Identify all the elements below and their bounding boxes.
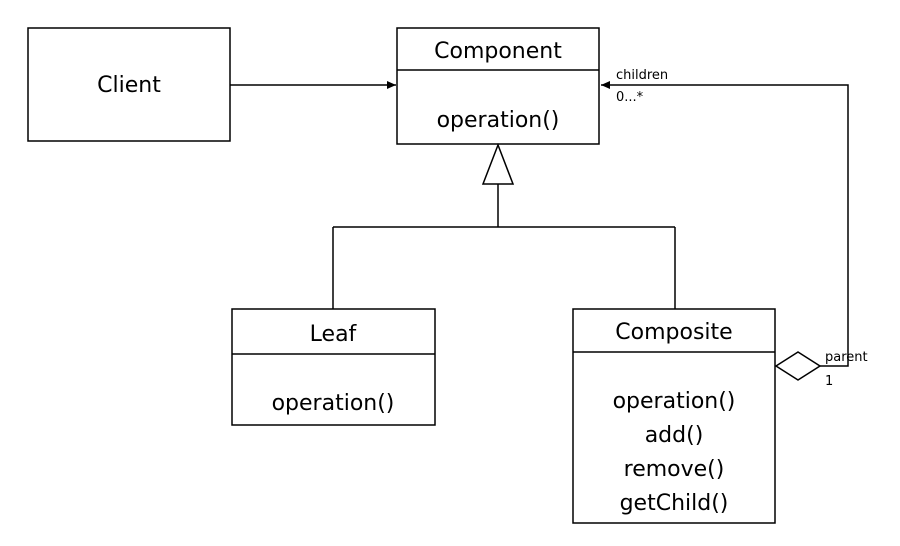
client-class-name: Client [97,73,161,98]
component-box [396,27,600,145]
composite-method-getchild: getChild() [620,491,729,516]
component-class-name: Component [434,39,562,64]
component-method: operation() [437,108,560,133]
parent-role-label: parent [825,350,868,365]
composite-method-add: add() [645,423,704,448]
inheritance-connector [332,142,676,309]
composite-class-name: Composite [615,320,732,345]
leaf-class-name: Leaf [310,322,358,347]
parent-multiplicity-label: 1 [825,374,833,389]
composite-class: Composite operation() add() remove() get… [572,308,776,524]
component-class: Component operation() [396,27,600,145]
composite-method-remove: remove() [624,457,725,482]
aggregation-diamond-icon [774,351,822,381]
composite-box [572,308,776,524]
leaf-method: operation() [272,391,395,416]
composite-method-operation: operation() [613,389,736,414]
aggregation-connector: children 0...* parent 1 [601,68,868,389]
client-class: Client [27,27,231,142]
client-box [27,27,231,142]
children-role-label: children [616,68,668,83]
leaf-class: Leaf operation() [231,308,436,426]
aggregation-line [601,81,849,367]
children-multiplicity-label: 0...* [616,90,644,105]
generalization-triangle-icon [481,142,515,185]
